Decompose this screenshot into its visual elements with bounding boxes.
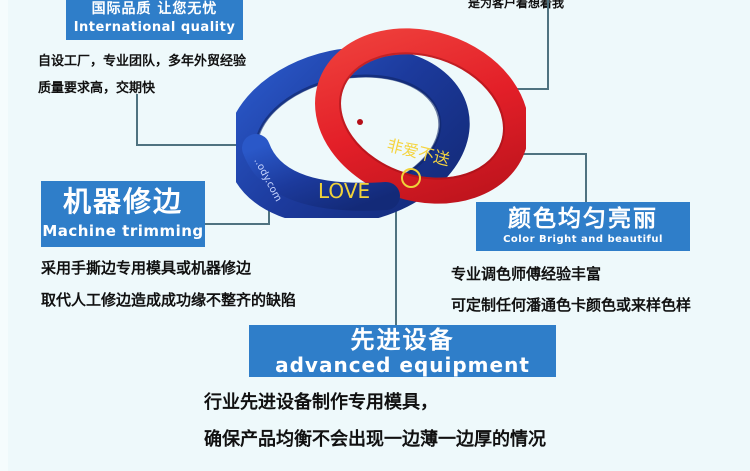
blue-band-text: LOVE [318,179,370,203]
connector-line [136,94,138,146]
left-margin [0,0,8,471]
international-quality-line2: 质量要求高，交期快 [38,81,156,96]
connector-line [497,153,587,155]
machine-trimming-title-zh: 机器修边 [62,185,183,218]
international-quality-line1: 自设工厂，专业团队，多年外贸经验 [38,54,247,69]
machine-trimming-line1: 采用手撕边专用模具或机器修边 [41,259,252,277]
basketball-icon [401,168,421,188]
international-quality-title-zh: 国际品质 让您无忧 [91,1,218,17]
top-right-caption: 是为客户着想着我 [468,0,565,10]
advanced-equipment-title-en: advanced equipment [275,353,530,377]
color-bright-label: 颜色均匀亮丽 Color Bright and beautiful [476,202,690,251]
color-bright-title-en: Color Bright and beautiful [503,234,663,245]
silicone-wristband-image: LOVE ..ody.com 非爱不送 [236,28,526,218]
international-quality-title-en: International quality [73,20,236,35]
advanced-equipment-label: 先进设备 advanced equipment [249,325,556,377]
color-bright-line2: 可定制任何潘通色卡颜色或来样色样 [451,296,692,314]
machine-trimming-label: 机器修边 Machine trimming [41,181,205,247]
connector-line [136,144,244,146]
connector-line [395,185,397,325]
connector-line [500,88,549,90]
color-bright-title-zh: 颜色均匀亮丽 [508,206,658,232]
machine-trimming-line2: 取代人工修边造成成功缘不整齐的缺陷 [41,291,297,309]
international-quality-label: 国际品质 让您无忧 International quality [66,0,243,40]
advanced-equipment-title-zh: 先进设备 [350,326,455,354]
machine-trimming-title-en: Machine trimming [42,222,204,240]
color-bright-line1: 专业调色师傅经验丰富 [451,265,602,283]
advanced-equipment-line1: 行业先进设备制作专用模具， [204,392,438,413]
connector-line [585,153,587,203]
connector-line [205,223,270,225]
advanced-equipment-line2: 确保产品均衡不会出现一边薄一边厚的情况 [204,429,546,450]
connector-line [547,0,549,90]
